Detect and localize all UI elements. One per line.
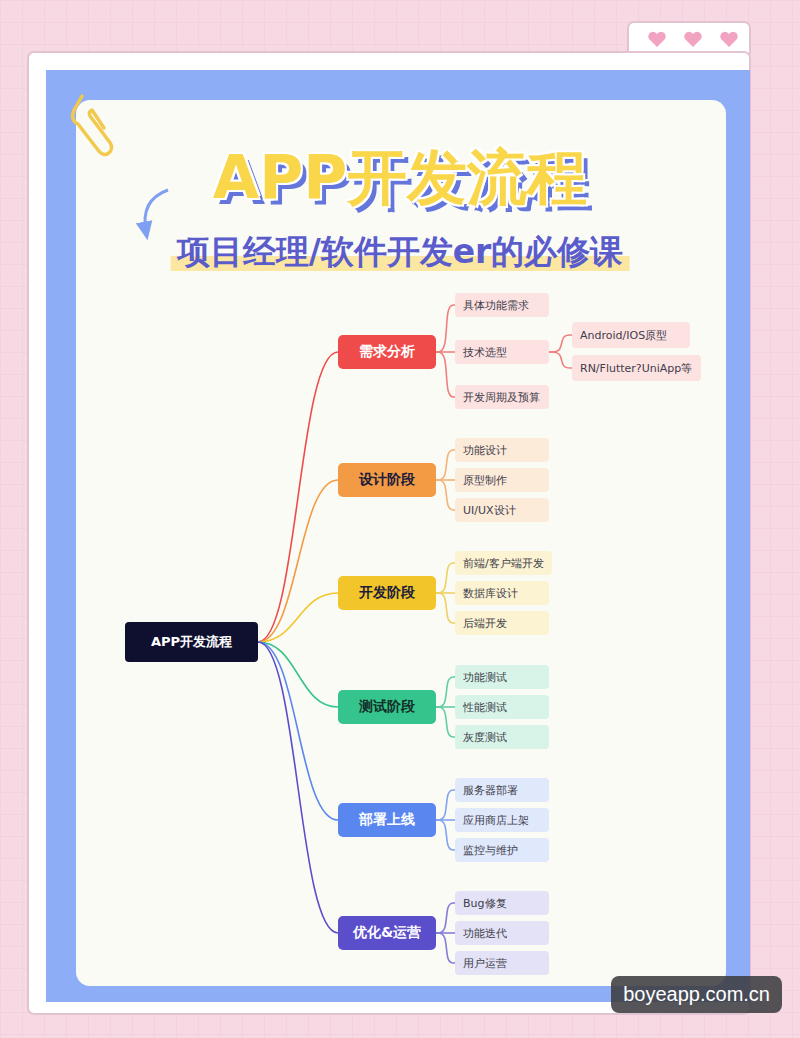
node-text: 测试阶段 (359, 698, 415, 716)
task-box: Bug修复 (455, 891, 549, 915)
task-box: 后端开发 (455, 611, 549, 635)
option-box: Android/IOS原型 (572, 322, 690, 348)
curved-arrow (145, 190, 168, 232)
branch-connector (549, 335, 572, 352)
branch-connector (258, 642, 338, 933)
branch-connector (436, 563, 455, 593)
stage-box: 需求分析 (338, 335, 436, 369)
node-text: 部署上线 (359, 811, 415, 829)
task-box: 具体功能需求 (455, 293, 549, 317)
node-text: 性能测试 (463, 700, 507, 715)
task-box: 用户运营 (455, 951, 549, 975)
root-box: APP开发流程 (125, 622, 258, 662)
stage-box: 优化&运营 (338, 916, 436, 950)
task-box: 灰度测试 (455, 725, 549, 749)
branch-connector (436, 305, 455, 352)
node-text: 应用商店上架 (463, 813, 529, 828)
node-text: 功能测试 (463, 670, 507, 685)
node-text: Android/IOS原型 (580, 328, 667, 343)
stage-box: 设计阶段 (338, 463, 436, 497)
node-text: 具体功能需求 (463, 298, 529, 313)
stage-box: 开发阶段 (338, 576, 436, 610)
branch-connector (436, 820, 455, 850)
node-text: 数据库设计 (463, 586, 518, 601)
node-text: APP开发流程 (151, 633, 232, 651)
task-box: 性能测试 (455, 695, 549, 719)
branch-connector (436, 480, 455, 510)
task-box: 应用商店上架 (455, 808, 549, 832)
node-text: 用户运营 (463, 956, 507, 971)
node-text: RN/Flutter?UniApp等 (580, 361, 692, 376)
node-text: 开发阶段 (359, 584, 415, 602)
stage-box: 部署上线 (338, 803, 436, 837)
node-text: UI/UX设计 (463, 503, 516, 518)
node-text: 前端/客户端开发 (463, 556, 544, 571)
node-text: 设计阶段 (359, 471, 415, 489)
node-text: 技术选型 (463, 345, 507, 360)
node-text: 服务器部署 (463, 783, 518, 798)
branch-connector (436, 593, 455, 623)
node-text: 功能设计 (463, 443, 507, 458)
branch-connector (436, 677, 455, 707)
page-title: APP开发流程 (0, 138, 800, 219)
branch-connector (436, 790, 455, 820)
watermark: boyeapp.com.cn (611, 976, 782, 1013)
node-text: 灰度测试 (463, 730, 507, 745)
task-box: 服务器部署 (455, 778, 549, 802)
heart (684, 32, 701, 47)
branch-connector (436, 352, 455, 397)
branch-connector (436, 903, 455, 933)
branch-connector (258, 352, 338, 642)
task-box: 开发周期及预算 (455, 385, 549, 409)
node-text: 后端开发 (463, 616, 507, 631)
heart (648, 32, 665, 47)
stage-box: 测试阶段 (338, 690, 436, 724)
option-box: RN/Flutter?UniApp等 (572, 355, 701, 381)
node-text: 监控与维护 (463, 843, 518, 858)
branch-connector (436, 933, 455, 963)
node-text: 需求分析 (359, 343, 415, 361)
task-box: 功能迭代 (455, 921, 549, 945)
branch-connector (258, 593, 338, 642)
branch-connector (549, 352, 572, 368)
heart (720, 32, 737, 47)
task-box: 功能测试 (455, 665, 549, 689)
task-box: 数据库设计 (455, 581, 549, 605)
task-box: 技术选型 (455, 340, 549, 364)
branch-connector (258, 480, 338, 642)
branch-connector (436, 450, 455, 480)
task-box: 原型制作 (455, 468, 549, 492)
task-box: 监控与维护 (455, 838, 549, 862)
node-text: 原型制作 (463, 473, 507, 488)
node-text: Bug修复 (463, 896, 507, 911)
task-box: 功能设计 (455, 438, 549, 462)
paper-clip (73, 96, 112, 155)
node-text: 优化&运营 (353, 924, 421, 942)
node-text: 开发周期及预算 (463, 390, 540, 405)
subtitle: 项目经理/软件开发er的必修课 (171, 230, 630, 275)
inner-panel (76, 100, 726, 986)
task-box: 前端/客户端开发 (455, 551, 552, 575)
task-box: UI/UX设计 (455, 498, 549, 522)
branch-connector (436, 707, 455, 737)
node-text: 功能迭代 (463, 926, 507, 941)
